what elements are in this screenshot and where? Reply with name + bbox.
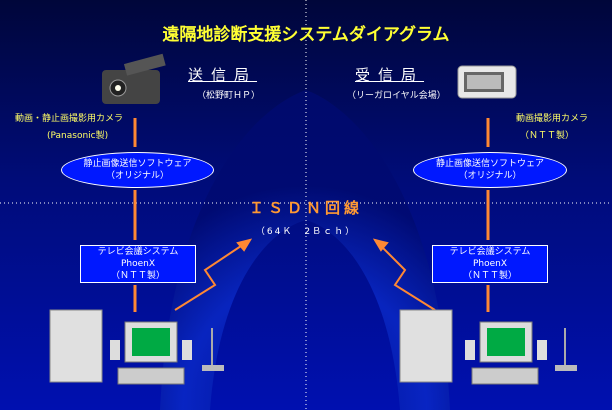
sender-tv-system-box: テレビ会議システム PhoenX （ＮＴＴ製） (80, 245, 196, 283)
isdn-line-label: ＩＳＤＮ回線 (248, 199, 363, 217)
receiver-station-title: 受信局 (355, 66, 425, 84)
receiver-camera-label: 動画撮影用カメラ (516, 114, 589, 124)
sender-location: （松野町ＨＰ） (197, 91, 261, 101)
receiver-software-name: 静止画像送信ソフトウェア (435, 159, 544, 169)
sender-software-name: 静止画像送信ソフトウェア (83, 159, 192, 169)
receiver-tv-system-box: テレビ会議システム PhoenX （ＮＴＴ製） (432, 245, 548, 283)
receiver-location: （リーガロイヤル会場） (347, 91, 446, 101)
sender-camera-label: 動画・静止画撮影用カメラ (15, 114, 124, 124)
background-arch (160, 90, 450, 410)
diagram-title: 遠隔地診断支援システムダイアグラム (162, 25, 450, 45)
receiver-tv-system-maker: （ＮＴＴ製） (462, 271, 517, 281)
receiver-tv-system-product: PhoenX (472, 259, 508, 269)
isdn-line-spec: （64Ｋ 2Ｂｃｈ） (255, 227, 357, 237)
sender-software-ellipse: 静止画像送信ソフトウェア （オリジナル） (61, 152, 214, 188)
isdn-lightning-arrows (174, 238, 436, 311)
sender-computer-icon (49, 309, 224, 385)
connector-lines (133, 118, 490, 312)
receiver-camera-maker: （ＮＴＴ製） (520, 131, 575, 141)
sender-tv-system-maker: （ＮＴＴ製） (110, 271, 165, 281)
sender-software-note: （オリジナル） (105, 171, 169, 181)
sender-tv-system-name: テレビ会議システム (97, 247, 179, 257)
receiver-tv-system-name: テレビ会議システム (449, 247, 531, 257)
receiver-software-ellipse: 静止画像送信ソフトウェア （オリジナル） (413, 152, 567, 188)
ntt-camera-icon (457, 65, 517, 99)
receiver-computer-icon (399, 309, 577, 385)
sender-station-title: 送信局 (188, 66, 258, 84)
sender-camera-maker: (Panasonic製) (47, 131, 109, 141)
sender-tv-system-product: PhoenX (120, 259, 156, 269)
receiver-software-note: （オリジナル） (458, 171, 522, 181)
video-camera-icon (102, 53, 166, 104)
